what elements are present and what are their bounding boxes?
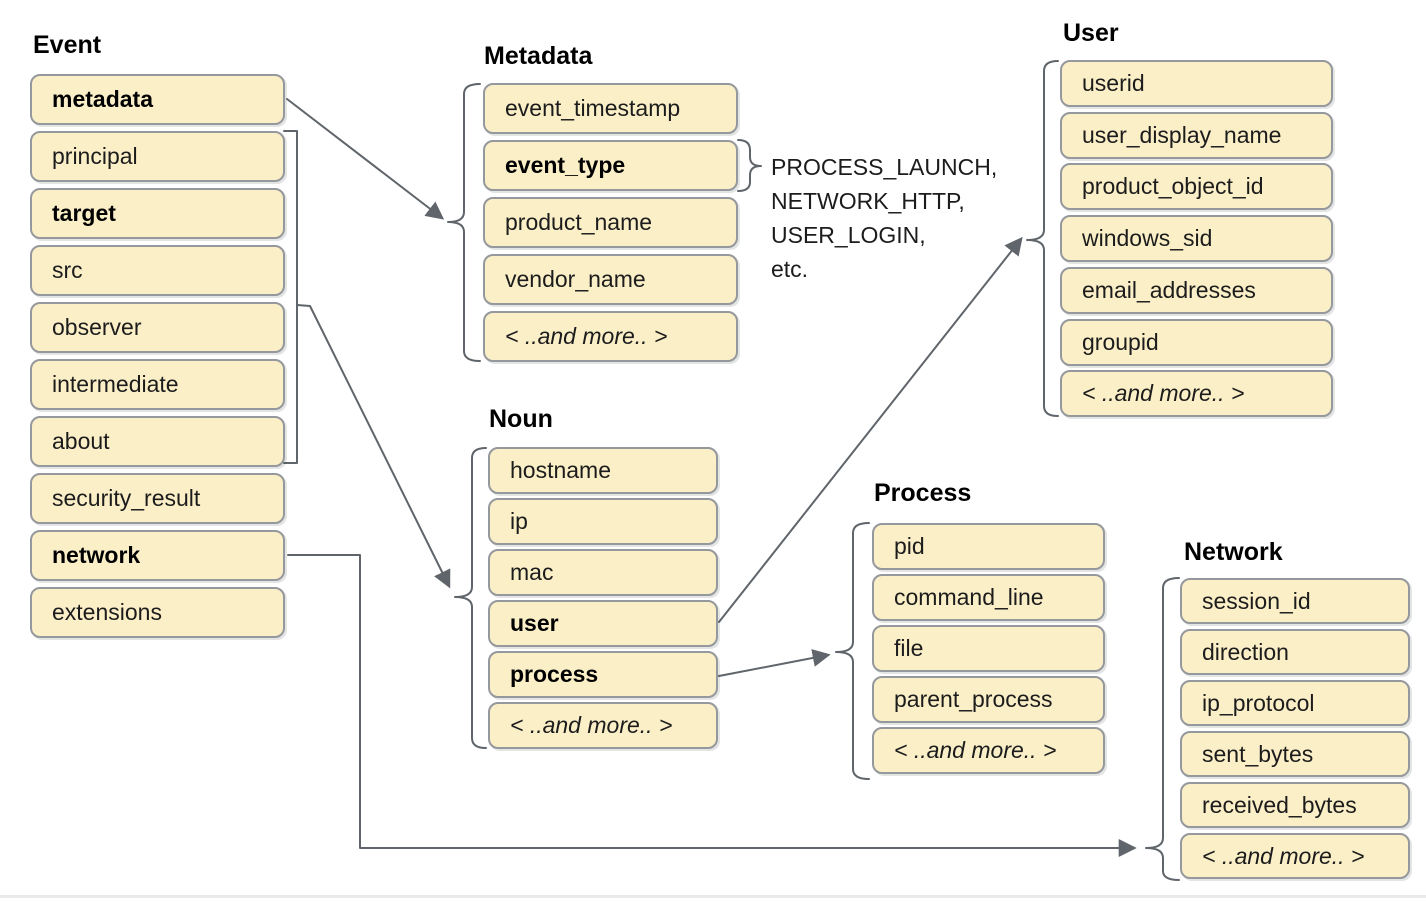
field-box-src: src xyxy=(30,245,285,296)
group-title-process: Process xyxy=(874,479,972,507)
field-box-network: network xyxy=(30,530,285,581)
connector-event-nouns-to-noun-group xyxy=(296,304,451,589)
field-box-vendor_name: vendor_name xyxy=(483,254,738,305)
field-box-hostname: hostname xyxy=(488,447,718,494)
field-box-session_id: session_id xyxy=(1180,578,1410,624)
brace-event-type-examples xyxy=(737,139,762,192)
field-box-andmore: < ..and more.. > xyxy=(1180,833,1410,879)
field-box-metadata: metadata xyxy=(30,74,285,125)
brace-metadata-group xyxy=(447,83,481,362)
field-box-about: about xyxy=(30,416,285,467)
field-box-mac: mac xyxy=(488,549,718,596)
event-type-example-line: PROCESS_LAUNCH, xyxy=(771,154,998,180)
field-box-andmore: < ..and more.. > xyxy=(488,702,718,749)
group-title-user: User xyxy=(1063,19,1119,47)
field-box-security_result: security_result xyxy=(30,473,285,524)
brace-user-group xyxy=(1026,60,1059,417)
field-box-event_timestamp: event_timestamp xyxy=(483,83,738,134)
field-box-product_name: product_name xyxy=(483,197,738,248)
group-title-noun: Noun xyxy=(489,405,553,433)
field-box-ip_protocol: ip_protocol xyxy=(1180,680,1410,726)
field-box-user_display_name: user_display_name xyxy=(1060,112,1333,159)
field-box-groupid: groupid xyxy=(1060,319,1333,366)
field-box-sent_bytes: sent_bytes xyxy=(1180,731,1410,777)
brace-network-group xyxy=(1145,577,1180,881)
field-box-andmore: < ..and more.. > xyxy=(1060,370,1333,417)
brace-process-group xyxy=(835,522,870,780)
field-box-userid: userid xyxy=(1060,60,1333,107)
field-box-andmore: < ..and more.. > xyxy=(872,727,1105,774)
field-box-event_type: event_type xyxy=(483,140,738,191)
connector-process-to-process-group xyxy=(718,649,831,677)
group-title-network: Network xyxy=(1184,538,1283,566)
event-type-example-line: USER_LOGIN, xyxy=(771,222,926,248)
field-box-parent_process: parent_process xyxy=(872,676,1105,723)
field-box-file: file xyxy=(872,625,1105,672)
field-box-received_bytes: received_bytes xyxy=(1180,782,1410,828)
connector-user-to-user-group xyxy=(718,236,1023,623)
bottom-divider xyxy=(0,895,1426,898)
field-box-ip: ip xyxy=(488,498,718,545)
group-title-event: Event xyxy=(33,31,102,59)
field-box-intermediate: intermediate xyxy=(30,359,285,410)
event-type-examples: PROCESS_LAUNCH, NETWORK_HTTP, USER_LOGIN… xyxy=(771,150,997,286)
field-box-command_line: command_line xyxy=(872,574,1105,621)
event-type-example-line: NETWORK_HTTP, xyxy=(771,188,965,214)
event-type-example-line: etc. xyxy=(771,256,809,282)
field-box-direction: direction xyxy=(1180,629,1410,675)
field-box-observer: observer xyxy=(30,302,285,353)
field-box-pid: pid xyxy=(872,523,1105,570)
field-box-principal: principal xyxy=(30,131,285,182)
group-title-metadata: Metadata xyxy=(484,42,593,70)
field-box-target: target xyxy=(30,188,285,239)
connector-metadata-to-metadata-group xyxy=(286,98,445,220)
field-box-email_addresses: email_addresses xyxy=(1060,267,1333,314)
field-box-extensions: extensions xyxy=(30,587,285,638)
field-box-user: user xyxy=(488,600,718,647)
field-box-windows_sid: windows_sid xyxy=(1060,215,1333,262)
field-box-process: process xyxy=(488,651,718,698)
connector-network-to-network-group xyxy=(287,554,1137,857)
field-box-andmore: < ..and more.. > xyxy=(483,311,738,362)
field-box-product_object_id: product_object_id xyxy=(1060,163,1333,210)
brace-noun-group xyxy=(454,447,487,749)
bracket-event-nouns xyxy=(283,130,298,464)
